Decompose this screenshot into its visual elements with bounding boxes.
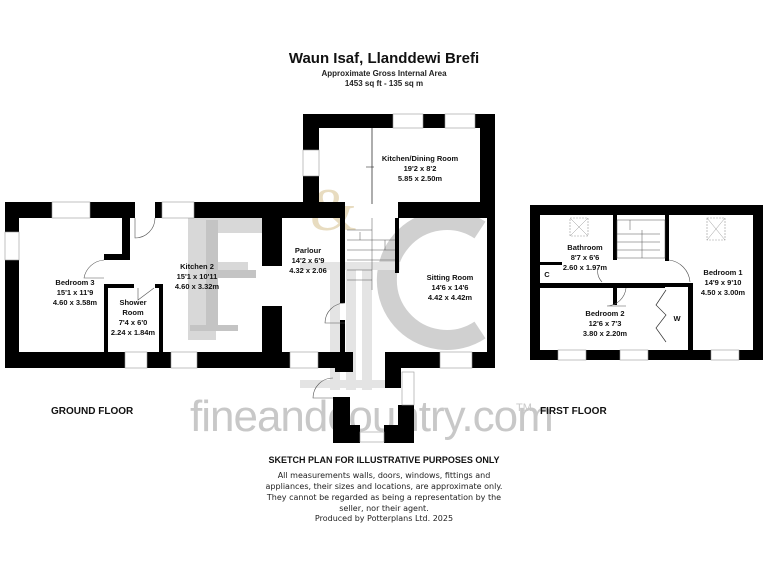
room-kitchen-2: Kitchen 2 15'1 x 10'11 4.60 x 3.32m [162,262,232,292]
room-name: Bedroom 1 [703,268,743,277]
room-wardrobe: W [670,314,684,324]
room-size-imperial: 12'6 x 7'3 [588,319,622,328]
room-kitchen-dining: Kitchen/Dining Room 19'2 x 8'2 5.85 x 2.… [370,154,470,184]
room-shower-room: Shower Room 7'4 x 6'0 2.24 x 1.84m [104,298,162,338]
disclaimer-title: SKETCH PLAN FOR ILLUSTRATIVE PURPOSES ON… [268,455,500,465]
area-subtitle: Approximate Gross Internal Area [321,69,447,78]
room-name: Kitchen 2 [180,262,214,271]
room-size-imperial: 14'9 x 9'10 [704,278,742,287]
room-size-metric: 4.32 x 2.06 [289,266,327,275]
room-size-metric: 4.60 x 3.58m [52,298,98,307]
room-bedroom-3: Bedroom 3 15'1 x 11'9 4.60 x 3.58m [40,278,110,308]
room-name: Kitchen/Dining Room [381,154,459,163]
room-name: C [544,270,550,279]
room-size-imperial: 14'2 x 6'9 [291,256,325,265]
room-name-line2: Room [122,308,144,317]
room-bathroom: Bathroom 8'7 x 6'6 2.60 x 1.97m [556,243,614,273]
room-size-metric: 5.85 x 2.50m [397,174,443,183]
first-floor-plan [530,205,763,361]
ground-floor-label: GROUND FLOOR [51,406,134,417]
room-sitting-room: Sitting Room 14'6 x 14'6 4.42 x 4.42m [410,273,490,303]
room-name: Shower [119,298,147,307]
room-size-imperial: 19'2 x 8'2 [403,164,437,173]
room-size-metric: 4.42 x 4.42m [427,293,473,302]
room-name: Bedroom 2 [585,309,625,318]
room-cupboard: C [541,270,553,280]
area-value: 1453 sq ft - 135 sq m [344,79,424,88]
room-size-metric: 3.80 x 2.20m [582,329,628,338]
ground-floor-plan [4,113,495,443]
room-name: Bedroom 3 [55,278,95,287]
room-size-imperial: 14'6 x 14'6 [431,283,469,292]
room-name: Sitting Room [426,273,474,282]
room-size-metric: 2.60 x 1.97m [562,263,608,272]
room-size-imperial: 15'1 x 11'9 [56,288,94,297]
room-size-imperial: 7'4 x 6'0 [118,318,148,327]
room-size-imperial: 15'1 x 10'11 [176,272,218,281]
room-size-metric: 2.24 x 1.84m [110,328,156,337]
producer-credit: Produced by Potterplans Ltd. 2025 [314,514,454,523]
room-size-metric: 4.50 x 3.00m [700,288,746,297]
disclaimer-text: All measurements walls, doors, windows, … [265,471,503,513]
room-name: Parlour [294,246,322,255]
room-parlour: Parlour 14'2 x 6'9 4.32 x 2.06 [278,246,338,276]
plan-title: Waun Isaf, Llanddewi Brefi [288,50,480,67]
room-name: Bathroom [567,243,603,252]
room-bedroom-2: Bedroom 2 12'6 x 7'3 3.80 x 2.20m [570,309,640,339]
room-size-imperial: 8'7 x 6'6 [570,253,600,262]
room-size-metric: 4.60 x 3.32m [174,282,220,291]
room-bedroom-1: Bedroom 1 14'9 x 9'10 4.50 x 3.00m [693,268,753,298]
watermark-tm: TM [516,402,532,414]
room-name: W [673,314,681,323]
first-floor-label: FIRST FLOOR [540,406,607,417]
